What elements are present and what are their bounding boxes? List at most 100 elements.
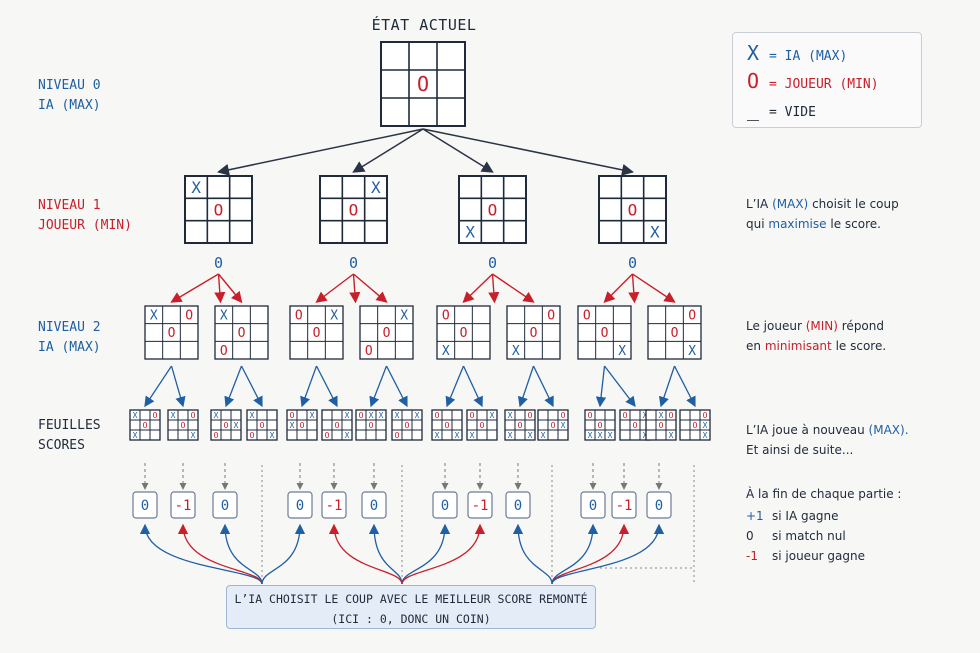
o-mark: O (313, 326, 321, 341)
note2-d: en (746, 339, 761, 353)
leaf-board-9-frame (431, 409, 463, 441)
level2-board-4: XOO (359, 305, 414, 360)
score-value: 0 (370, 498, 378, 514)
score-legend-draw-text: si match nul (772, 529, 846, 543)
o-mark: O (181, 421, 186, 430)
level1-to-level2-arrow (462, 273, 493, 303)
o-mark: O (168, 326, 176, 341)
score-box (505, 491, 531, 519)
score-value: -1 (175, 498, 192, 514)
level2-board-6: OOX (506, 305, 561, 360)
level1-board-4: OX (598, 175, 667, 244)
leaf-board-12-frame (537, 409, 569, 441)
level2-board-4-frame (359, 305, 414, 360)
o-mark: O (688, 309, 696, 324)
level2-to-leaf-arrow (658, 365, 676, 408)
note4-title: À la fin de chaque partie : (746, 487, 902, 501)
x-mark: X (508, 431, 513, 440)
x-mark: X (608, 431, 613, 440)
o-mark: O (588, 411, 593, 420)
o-mark: O (460, 326, 468, 341)
o-mark: O (435, 411, 440, 420)
level-2-name: NIVEAU 2 (38, 320, 101, 335)
root-to-level1-arrow (422, 128, 634, 176)
level-2-role: IA (MAX) (38, 340, 101, 355)
x-mark: X (345, 431, 350, 440)
score-legend-win-text: si IA gagne (772, 509, 839, 523)
backprop-curve (139, 523, 263, 585)
o-mark: O (365, 344, 373, 359)
x-mark: X (150, 309, 158, 324)
level1-value: 0 (628, 254, 637, 272)
x-mark: X (703, 431, 708, 440)
note-level-1: L’IA (MAX) choisit le coup qui maximise … (746, 194, 899, 234)
level2-to-leaf-arrow (170, 365, 186, 408)
level2-to-leaf-arrow (385, 365, 408, 408)
x-mark: X (310, 411, 315, 420)
level1-value: 0 (349, 254, 358, 272)
legend-empty-symbol: _ (747, 97, 760, 121)
score-value: 0 (589, 498, 597, 514)
o-mark: O (633, 421, 638, 430)
level1-board-1-frame (184, 175, 253, 244)
level2-board-8: OOX (647, 305, 702, 360)
level2-to-leaf-arrow (595, 365, 607, 408)
score-box (170, 491, 196, 519)
x-mark: X (371, 178, 381, 197)
o-mark: O (551, 421, 556, 430)
backprop-curve (177, 523, 263, 585)
o-mark: O (561, 411, 566, 420)
backprop-curve (551, 523, 599, 585)
level1-value: 0 (488, 254, 497, 272)
level1-board-3: OX (458, 175, 527, 244)
o-mark: O (220, 344, 228, 359)
note2-e: minimisant (764, 339, 832, 353)
score-value: 0 (514, 498, 522, 514)
score-box (432, 491, 458, 519)
o-mark: O (445, 421, 450, 430)
note1-f: le score. (830, 217, 881, 231)
score-value: 0 (441, 498, 449, 514)
legend-x-text: = IA (MAX) (769, 49, 848, 64)
note1-b: (MAX) (772, 197, 809, 211)
x-mark: X (688, 344, 696, 359)
o-mark: O (659, 421, 664, 430)
level2-to-leaf-arrow (144, 365, 173, 408)
o-mark: O (153, 411, 158, 420)
level2-board-7: OOX (577, 305, 632, 360)
leaf-board-16-frame (679, 409, 711, 441)
note2-a: Le joueur (746, 319, 802, 333)
x-mark: X (171, 411, 176, 420)
o-mark: O (191, 411, 196, 420)
root-title: ÉTAT ACTUEL (371, 16, 477, 34)
score-box (467, 491, 493, 519)
leaf-board-14-frame (619, 409, 651, 441)
x-mark: X (191, 431, 196, 440)
backprop-arrows (139, 523, 665, 585)
leaf-board-4-frame (246, 409, 278, 441)
level2-to-leaf-arrow (462, 365, 483, 408)
o-mark: O (359, 411, 364, 420)
note3-a: L’IA joue à nouveau (746, 423, 865, 437)
o-mark: O (671, 326, 679, 341)
leaves-name: FEUILLES (38, 418, 101, 433)
level1-board-2-frame (319, 175, 388, 244)
level1-to-level2-arrow (217, 273, 243, 304)
o-mark: O (547, 309, 555, 324)
score-value: 0 (221, 498, 229, 514)
score-value: -1 (616, 498, 633, 514)
level1-board-3-frame (458, 175, 527, 244)
leaf-board-11-frame (504, 409, 536, 441)
level2-board-2-frame (214, 305, 269, 360)
x-mark: X (345, 411, 350, 420)
level-2-label: NIVEAU 2 IA (MAX) (38, 318, 101, 358)
note-level-2: Le joueur (MIN) répond en minimisant le … (746, 316, 886, 356)
tree-edges (141, 128, 696, 585)
x-mark: X (395, 411, 400, 420)
